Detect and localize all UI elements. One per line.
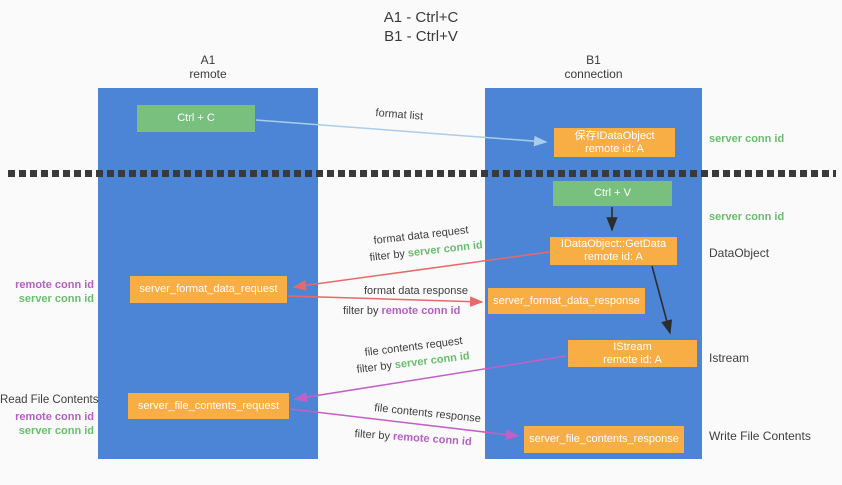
remote-conn-id-text: remote conn id <box>381 305 461 317</box>
filter-by-text: filter by <box>354 428 391 443</box>
lane-header-a1: A1 remote <box>98 53 318 81</box>
filter-by-text: filter by <box>343 305 379 317</box>
server-file-contents-request-label: server_file_contents_request <box>137 399 280 412</box>
getdata-line1: IDataObject::GetData <box>560 238 667 250</box>
format-data-request-arrow <box>292 251 550 291</box>
copy-paste-divider-dotted-line <box>8 170 836 177</box>
server-conn-id-annotation-top: server conn id <box>709 133 785 145</box>
format-list-arrow <box>255 119 548 147</box>
server-file-contents-response-node: server_file_contents_response <box>524 426 684 453</box>
server-format-data-response-label: server_format_data_response <box>493 294 640 307</box>
server-conn-id-annotation-paste: server conn id <box>709 211 785 223</box>
ctrl-v-label: Ctrl + V <box>594 187 631 199</box>
server-format-data-request-node: server_format_data_request <box>130 276 287 303</box>
istream-line2: remote id: A <box>603 353 662 366</box>
file-contents-request-arrow <box>293 355 567 403</box>
istream-side-label: Istream <box>709 351 750 365</box>
format-request-conn-ids: remote conn id server conn id <box>0 278 94 306</box>
ctrl-c-label: Ctrl + C <box>177 112 215 124</box>
lane-b1-role: connection <box>564 67 623 81</box>
save-idataobject-node: 保存IDataObject remote id: A <box>554 128 675 157</box>
getdata-to-istream-arrow <box>651 265 673 335</box>
lane-b1-name: B1 <box>586 53 601 67</box>
server-conn-id-annotation: server conn id <box>18 293 94 305</box>
remote-conn-id-annotation: remote conn id <box>15 279 94 291</box>
lane-a1-name: A1 <box>200 53 216 67</box>
read-file-contents-label: Read File Contents <box>0 394 99 406</box>
format-data-response-arrow <box>287 295 484 307</box>
dataobject-label: DataObject <box>709 246 770 260</box>
idataobject-getdata-node: IDataObject::GetData remote id: A <box>550 237 677 265</box>
lane-header-b1: B1 connection <box>485 53 702 81</box>
remote-conn-id-annotation: remote conn id <box>15 411 94 423</box>
getdata-line2: remote id: A <box>584 251 643 263</box>
istream-node: IStream remote id: A <box>568 340 697 367</box>
format-data-response-label: format data response <box>364 285 468 297</box>
save-idataobject-line2: remote id: A <box>585 142 644 155</box>
page-title: A1 - Ctrl+C B1 - Ctrl+V <box>0 8 842 46</box>
server-format-data-request-label: server_format_data_request <box>139 283 278 295</box>
server-format-data-response-node: server_format_data_response <box>488 288 645 314</box>
server-file-contents-response-label: server_file_contents_response <box>529 433 679 445</box>
server-file-contents-request-node: server_file_contents_request <box>128 393 289 419</box>
title-line-ctrl-c: A1 - Ctrl+C <box>383 9 459 26</box>
ctrl-c-node: Ctrl + C <box>137 105 255 132</box>
title-line-ctrl-v: B1 - Ctrl+V <box>384 28 458 45</box>
ctrl-v-node: Ctrl + V <box>553 181 672 206</box>
file-contents-response-arrow <box>289 408 520 440</box>
save-idataobject-line1: 保存IDataObject <box>574 129 655 142</box>
server-conn-id-annotation: server conn id <box>18 425 94 437</box>
write-file-contents-label: Write File Contents <box>709 429 811 443</box>
lane-a1-role: remote <box>189 67 227 81</box>
istream-line1: IStream <box>613 340 652 353</box>
file-request-conn-ids: remote conn id server conn id <box>0 410 94 438</box>
